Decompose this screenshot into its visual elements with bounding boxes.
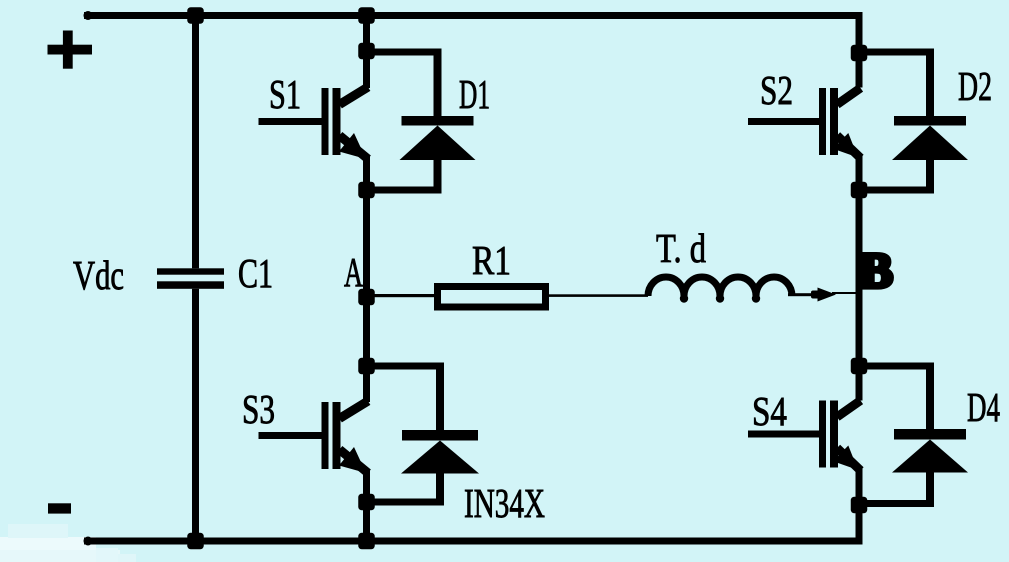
svg-text:S2: S2 (760, 67, 793, 113)
svg-text:S1: S1 (269, 71, 301, 117)
svg-text:IN34X: IN34X (464, 480, 545, 526)
svg-text:C1: C1 (238, 250, 273, 296)
svg-text:T. d: T. d (656, 225, 706, 271)
svg-text:S3: S3 (242, 386, 275, 432)
svg-text:D4: D4 (967, 384, 1000, 430)
svg-text:Vdc: Vdc (73, 252, 124, 298)
svg-text:R1: R1 (472, 237, 511, 283)
svg-text:D2: D2 (958, 63, 992, 109)
svg-text:S4: S4 (752, 388, 787, 434)
svg-text:B: B (860, 242, 893, 298)
svg-text:D1: D1 (459, 71, 490, 117)
svg-text:A: A (344, 249, 363, 295)
